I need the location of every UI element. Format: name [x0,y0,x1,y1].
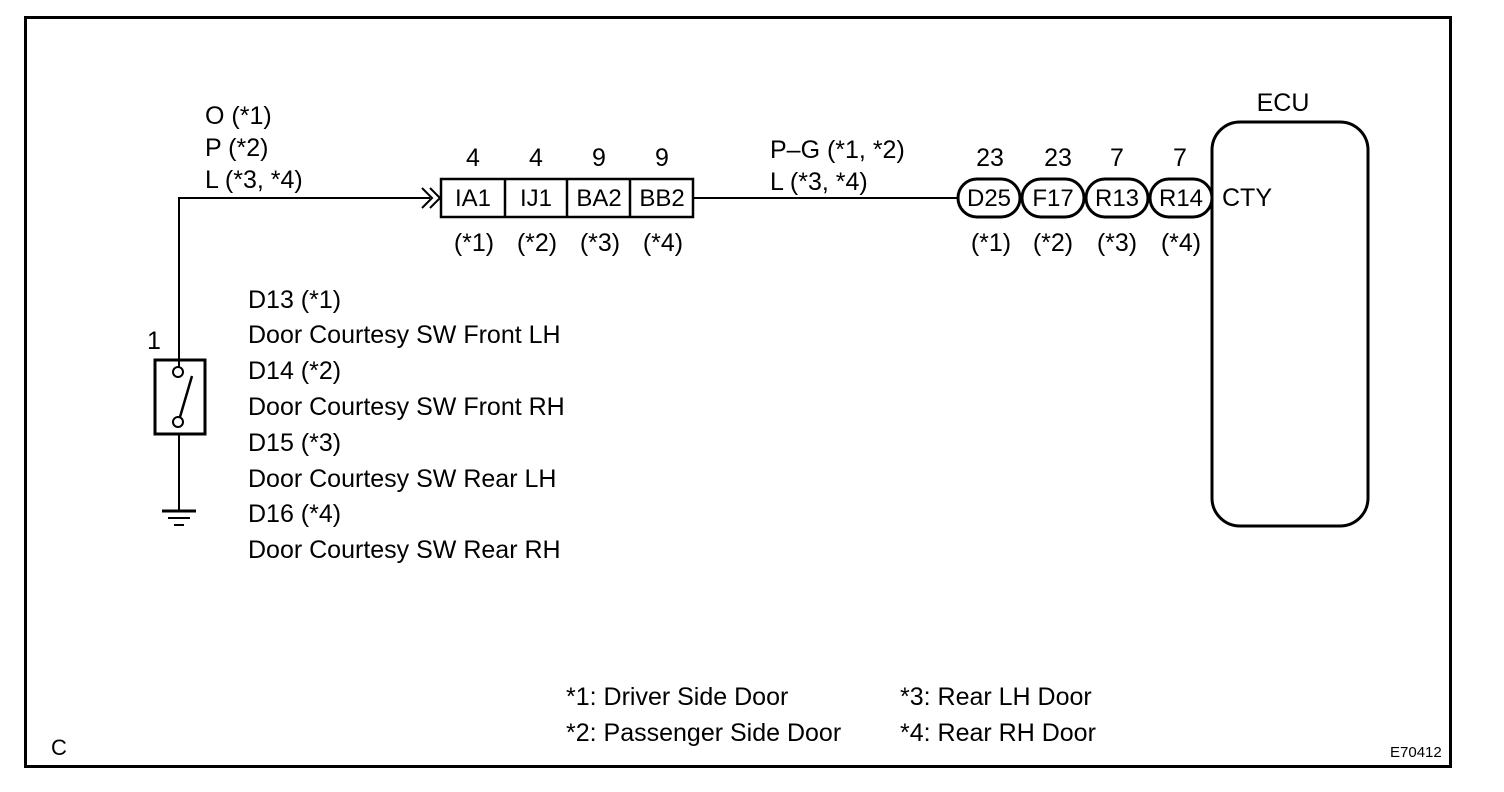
ecu-title: ECU [1256,89,1310,117]
connector-pin-number: 7 [1173,144,1187,172]
switch-label: Door Courtesy SW Front LH [248,321,561,349]
connector-name: F17 [1032,185,1074,212]
figure-id: E70412 [1390,744,1442,761]
connector-chevron-icon [421,187,434,209]
connector-name: BB2 [639,185,685,212]
connector-name: R14 [1158,185,1204,212]
wire-color-label: L (*3, *4) [205,166,303,194]
connector-note: (*3) [1096,229,1138,257]
connector-name: BA2 [576,185,622,212]
switch-label: D13 (*1) [248,286,342,314]
ground-icon [162,509,196,526]
wire-switch-to-junction [178,197,430,364]
wire-color-label: O (*1) [205,102,272,130]
legend-item: *4: Rear RH Door [900,719,1096,747]
legend-item: *2: Passenger Side Door [566,719,842,747]
switch-label: Door Courtesy SW Front RH [248,393,565,421]
legend-item: *1: Driver Side Door [566,683,789,711]
switch-label: D15 (*3) [248,429,342,457]
connector-name: IJ1 [519,185,553,212]
switch-label: D16 (*4) [248,500,342,528]
connector-note: (*4) [1160,229,1202,257]
switch-contact-icon [178,375,194,418]
connector-note: (*2) [516,229,558,257]
connector-name: R13 [1094,185,1140,212]
switch-label: Door Courtesy SW Rear LH [248,465,557,493]
connector-pin-number: 23 [1044,144,1072,172]
connector-note: (*1) [970,229,1012,257]
ecu-connector-r13 [1084,177,1150,219]
switch-pin-number: 1 [147,327,161,355]
diagram-frame [24,16,1452,768]
wire-color-label: L (*3, *4) [770,168,868,196]
connector-note: (*4) [642,229,684,257]
connector-name: D25 [966,185,1012,212]
connector-note: (*2) [1032,229,1074,257]
wire-color-label: P (*2) [205,134,269,162]
connector-pin-number: 4 [529,144,543,172]
connector-pin-number: 7 [1110,144,1124,172]
corner-letter: C [51,735,67,760]
connector-pin-number: 4 [466,144,480,172]
connector-name: IA1 [454,185,492,212]
connector-pin-number: 9 [592,144,606,172]
connector-note: (*1) [453,229,495,257]
ecu-connector-d25 [956,177,1022,219]
ecu-box [1210,120,1370,528]
connector-pin-number: 23 [976,144,1004,172]
connector-note: (*3) [579,229,621,257]
switch-label: D14 (*2) [248,357,342,385]
switch-label: Door Courtesy SW Rear RH [248,536,561,564]
ecu-connector-f17 [1020,177,1086,219]
connector-pin-number: 9 [655,144,669,172]
legend-item: *3: Rear LH Door [900,683,1092,711]
wire-color-label: P–G (*1, *2) [770,136,905,164]
ecu-terminal-label: CTY [1222,184,1272,212]
